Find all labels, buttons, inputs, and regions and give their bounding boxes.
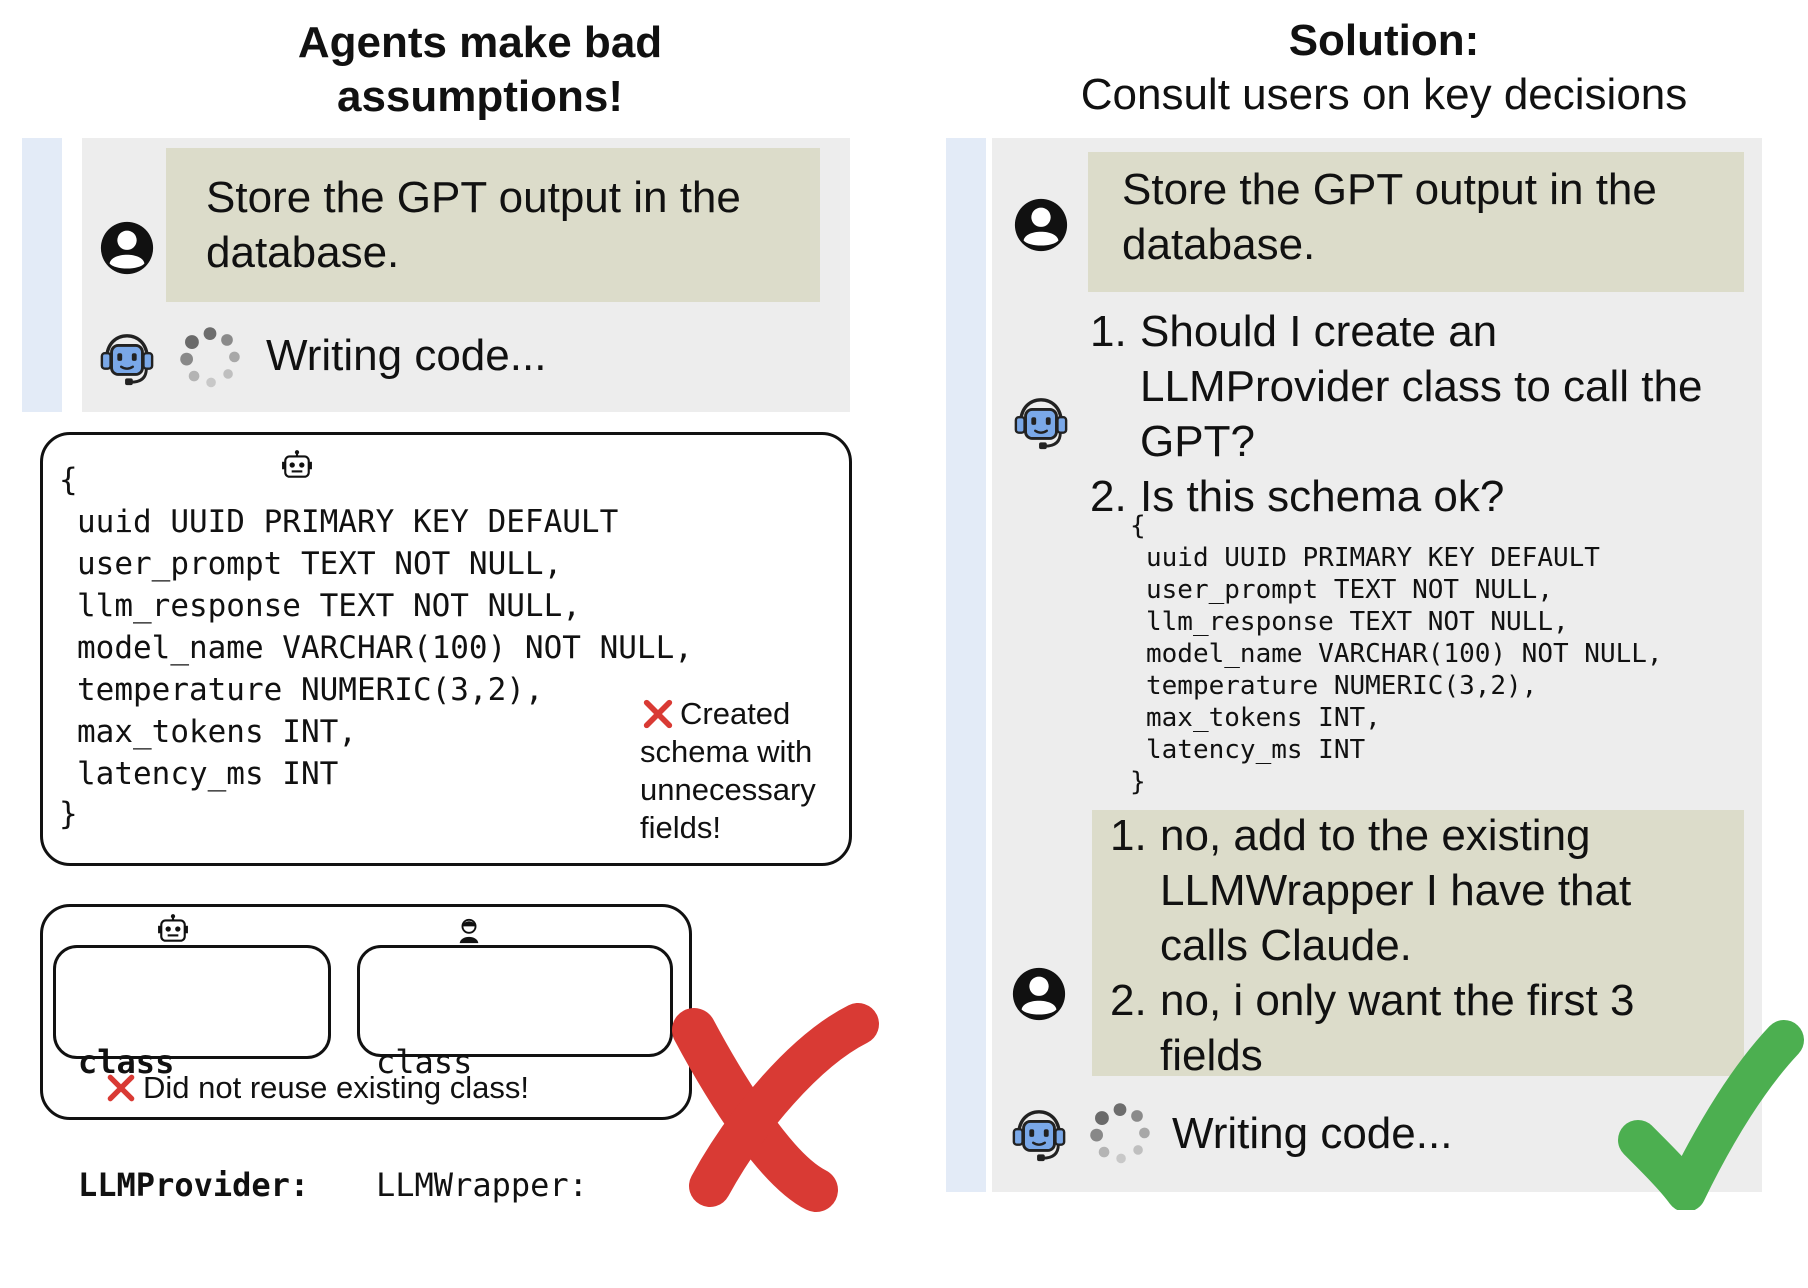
code-close-brace: } xyxy=(59,796,78,832)
headset-robot-icon xyxy=(98,330,156,388)
loading-spinner-icon xyxy=(176,324,244,392)
right-sidebar-stripe xyxy=(946,138,986,1192)
code-line: latency_ms INT xyxy=(1146,735,1366,765)
right-agent-status: Writing code... xyxy=(1172,1109,1453,1158)
code-line: llm_response TEXT NOT NULL, xyxy=(77,588,581,624)
code-line: max_tokens INT, xyxy=(77,714,357,750)
schema-code-lines: uuid UUID PRIMARY KEY DEFAULT user_promp… xyxy=(77,501,693,795)
code-line: max_tokens INT, xyxy=(1146,703,1381,733)
user-avatar-icon xyxy=(1010,965,1068,1023)
right-schema-code: { uuid UUID PRIMARY KEY DEFAULT user_pro… xyxy=(1130,510,1663,798)
user-avatar-icon xyxy=(1012,196,1070,254)
right-user-answers: 1. no, add to the existing LLMWrapper I … xyxy=(1092,810,1744,1080)
agent-questions-list: 1. Should I create an LLMProvider class … xyxy=(1090,304,1703,524)
code-line: temperature NUMERIC(3,2), xyxy=(1146,671,1538,701)
left-agent-status: Writing code... xyxy=(266,331,547,380)
class-warning-note: Did not reuse existing class! xyxy=(143,1070,529,1105)
list-item: 2. Is this schema ok? xyxy=(1090,472,1505,521)
code-line: llm_response TEXT NOT NULL, xyxy=(1146,607,1569,637)
code-line: latency_ms INT xyxy=(77,756,339,792)
list-item: 1. no, add to the existing LLMWrapper I … xyxy=(1110,811,1632,970)
code-open-brace: { xyxy=(1130,511,1146,541)
code-line: user_prompt TEXT NOT NULL, xyxy=(1146,575,1553,605)
headset-robot-icon xyxy=(1010,1106,1068,1164)
code-line: uuid UUID PRIMARY KEY DEFAULT xyxy=(1146,543,1600,573)
left-user-message: Store the GPT output in the database. xyxy=(166,148,820,302)
code-line: uuid UUID PRIMARY KEY DEFAULT xyxy=(77,504,619,540)
left-class-compare-box: class LLMProvider: class LLMWrapper: Did… xyxy=(40,904,692,1204)
big-red-cross-icon xyxy=(672,1003,879,1212)
red-x-icon xyxy=(105,1072,137,1104)
code-line: user_prompt TEXT NOT NULL, xyxy=(77,546,563,582)
left-schema-code-box: { uuid UUID PRIMARY KEY DEFAULT user_pro… xyxy=(40,432,852,866)
user-avatar-icon xyxy=(98,219,156,277)
user-class-box: class LLMWrapper: xyxy=(357,945,673,1204)
right-title: Solution: Consult users on key decisions xyxy=(1080,16,1688,119)
agent-class-box: class LLMProvider: xyxy=(53,945,331,1204)
list-item: 1. Should I create an LLMProvider class … xyxy=(1090,307,1703,466)
right-user-message: Store the GPT output in the database. xyxy=(1088,152,1744,292)
code-line: temperature NUMERIC(3,2), xyxy=(77,672,544,708)
code-line: model_name VARCHAR(100) NOT NULL, xyxy=(77,630,693,666)
left-title: Agents make bad assumptions! xyxy=(297,18,663,121)
list-item: 2. no, i only want the first 3 fields xyxy=(1110,976,1635,1080)
code-open-brace: { xyxy=(59,462,78,498)
big-green-check-icon xyxy=(1618,1020,1804,1210)
code-line: model_name VARCHAR(100) NOT NULL, xyxy=(1146,639,1663,669)
user-answers-list: 1. no, add to the existing LLMWrapper I … xyxy=(1110,808,1635,1083)
small-robot-icon xyxy=(157,913,189,945)
headset-robot-icon xyxy=(1012,394,1070,452)
code-close-brace: } xyxy=(1130,767,1146,797)
small-person-icon xyxy=(455,917,483,945)
left-sidebar-stripe xyxy=(22,138,62,412)
small-robot-icon xyxy=(281,449,313,481)
loading-spinner-icon xyxy=(1086,1100,1154,1168)
schema-warning-note: Created schema with unnecessary fields! xyxy=(640,696,816,845)
